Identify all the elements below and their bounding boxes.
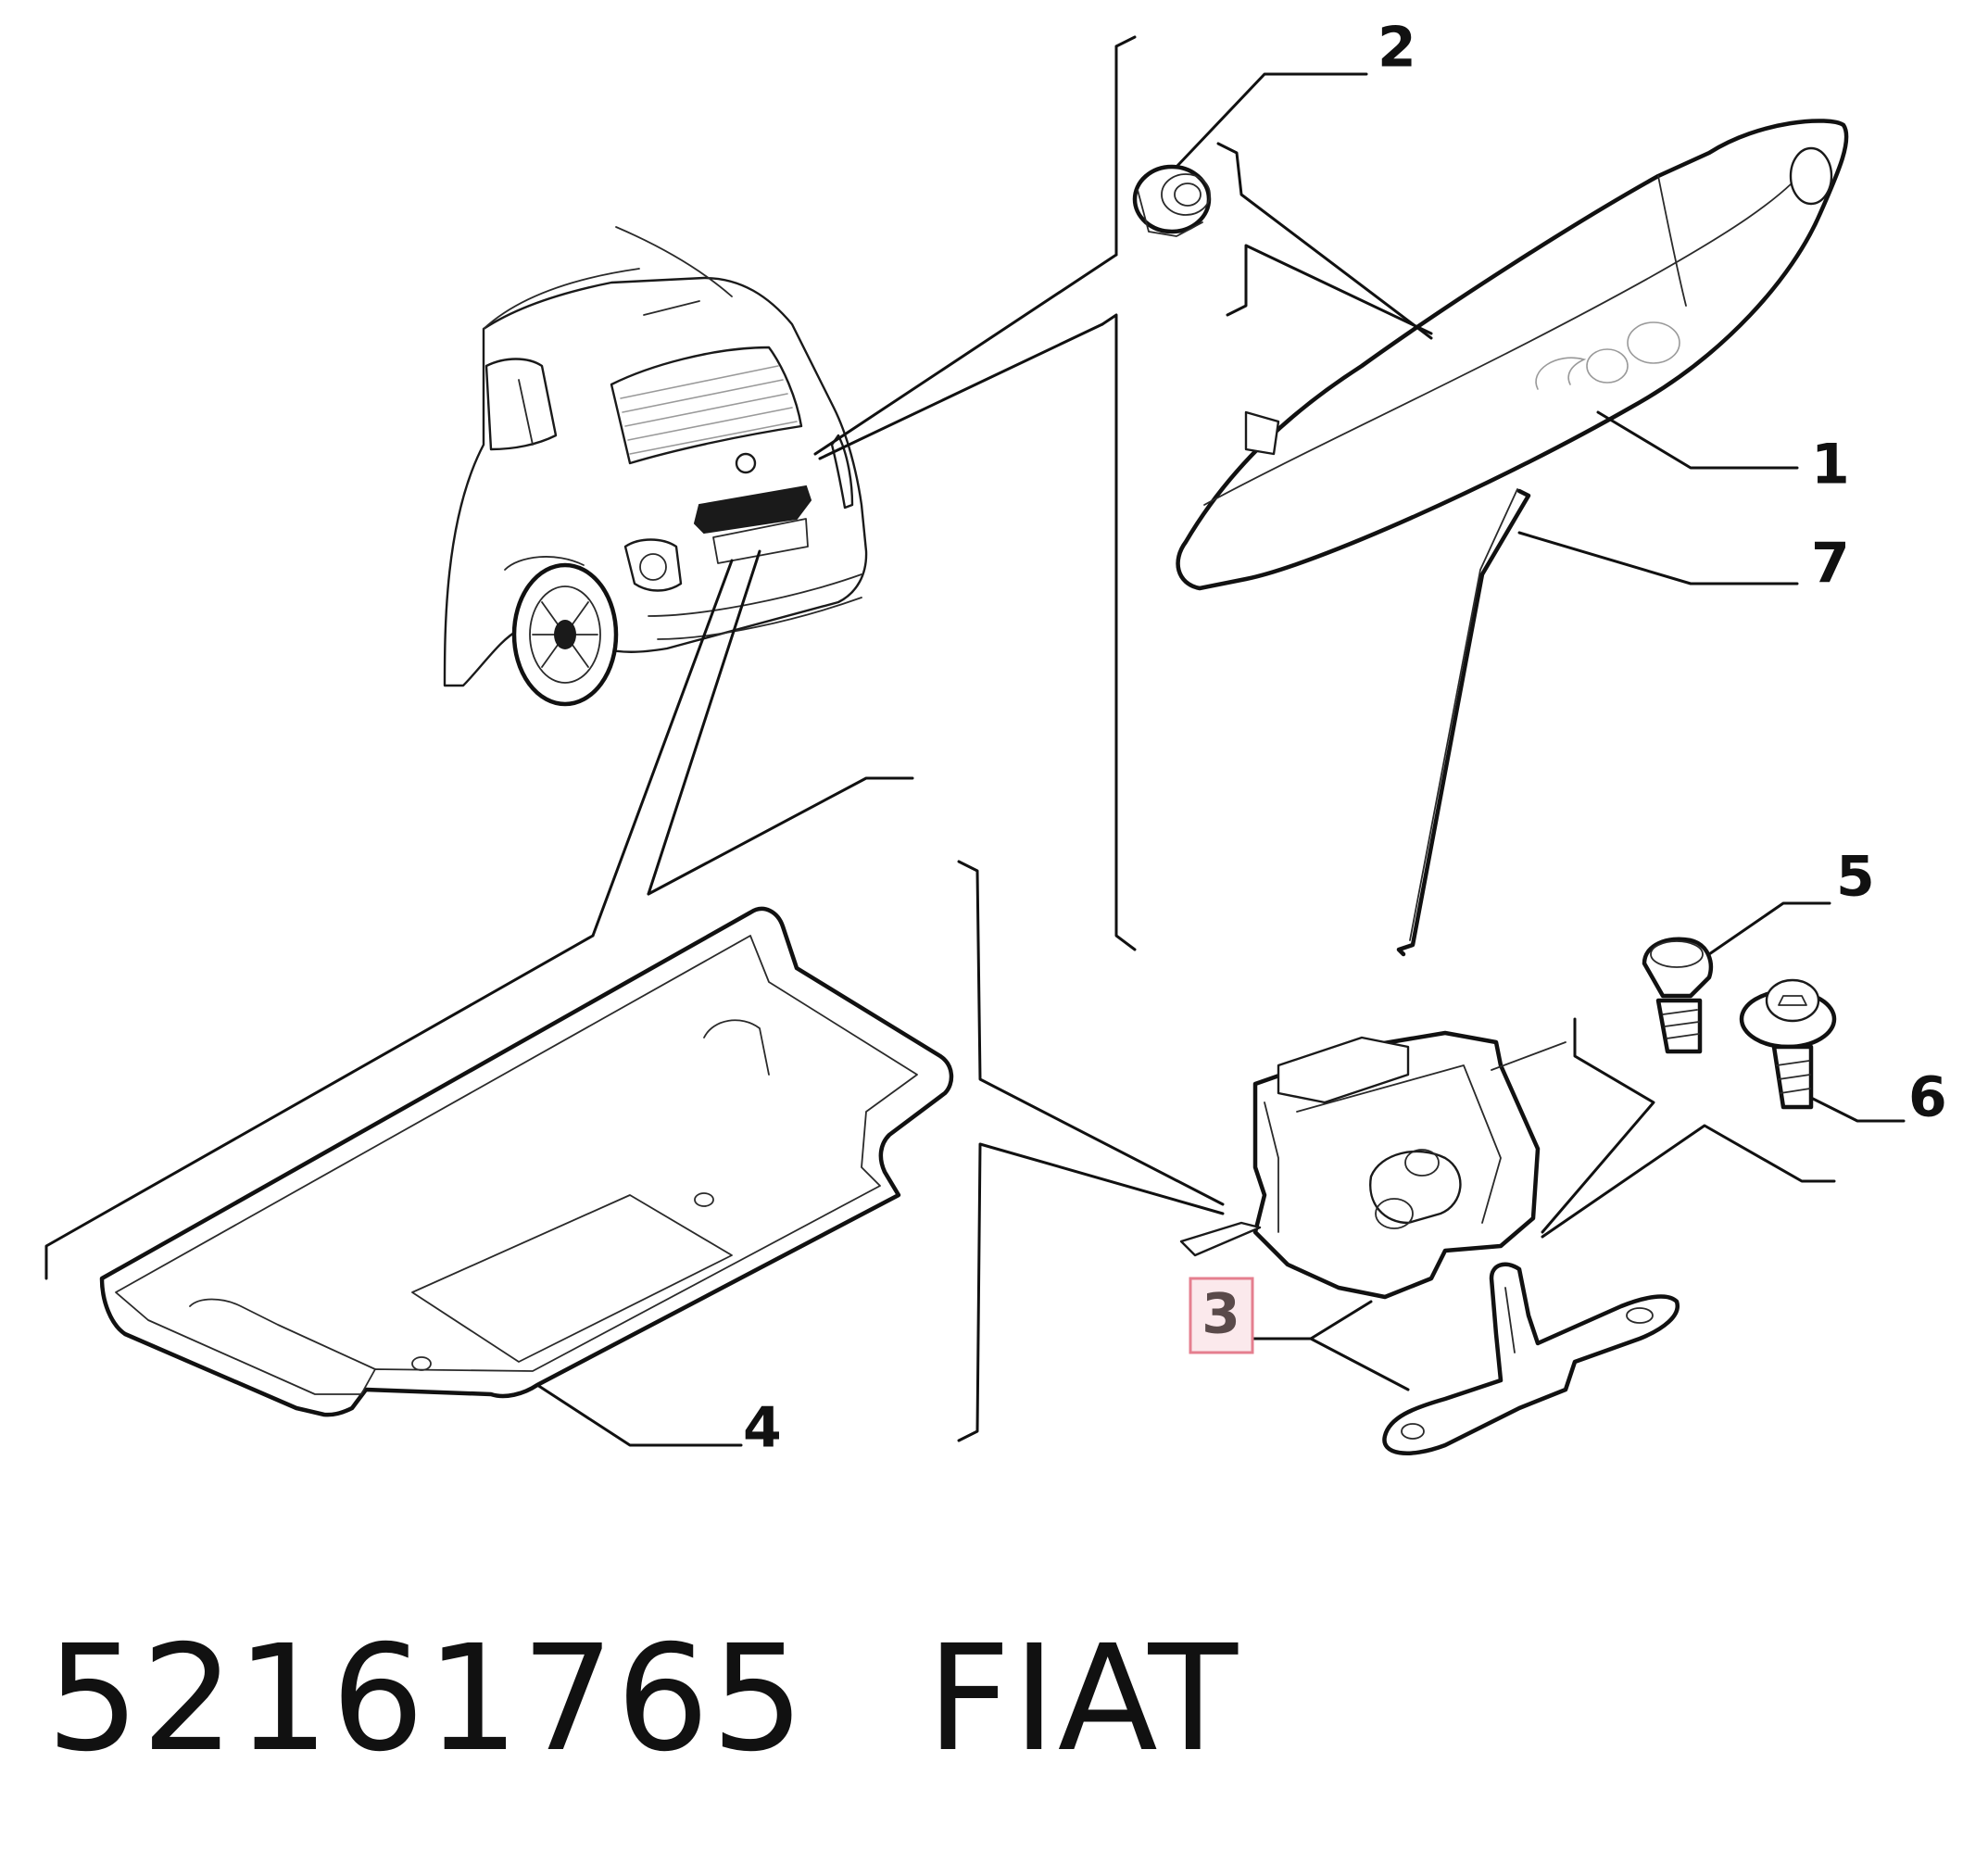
callout-6: 6 <box>1908 1065 1947 1130</box>
callout-2: 2 <box>1378 16 1416 81</box>
callout-5: 5 <box>1836 845 1875 910</box>
part-4-cover-panel <box>99 906 954 1417</box>
callout-4: 4 <box>743 1396 782 1461</box>
part-6-flange-bolt <box>1739 978 1837 1110</box>
leader-7 <box>1517 531 1799 585</box>
brand-name: FIAT <box>926 1614 1240 1784</box>
leader-1 <box>1596 410 1799 470</box>
callout-3-highlight <box>1189 1277 1254 1354</box>
leader-5 <box>1707 901 1831 956</box>
leader-2 <box>1175 72 1368 169</box>
leader-lines <box>44 35 1906 1447</box>
part-number: 52161765 <box>46 1614 807 1784</box>
car-rear-view <box>443 226 868 707</box>
callout-labels: 1 2 7 5 6 4 3 <box>743 16 1947 1461</box>
part-3-latch-assembly <box>1179 1030 1680 1455</box>
leader-3a <box>1249 1300 1373 1341</box>
part-1-tailgate-handle <box>1176 119 1849 591</box>
callout-3: 3 <box>1202 1282 1240 1347</box>
callout-1: 1 <box>1811 433 1850 497</box>
part-7-control-rod <box>1396 488 1531 957</box>
leader-3b <box>1309 1337 1410 1391</box>
part-5-hex-bolt <box>1642 937 1714 1054</box>
part-2-grommet <box>1132 164 1212 237</box>
leader-6 <box>1809 1096 1906 1123</box>
handle-500-logo <box>1535 321 1680 390</box>
callout-7: 7 <box>1811 532 1850 597</box>
leader-4 <box>535 1383 743 1447</box>
